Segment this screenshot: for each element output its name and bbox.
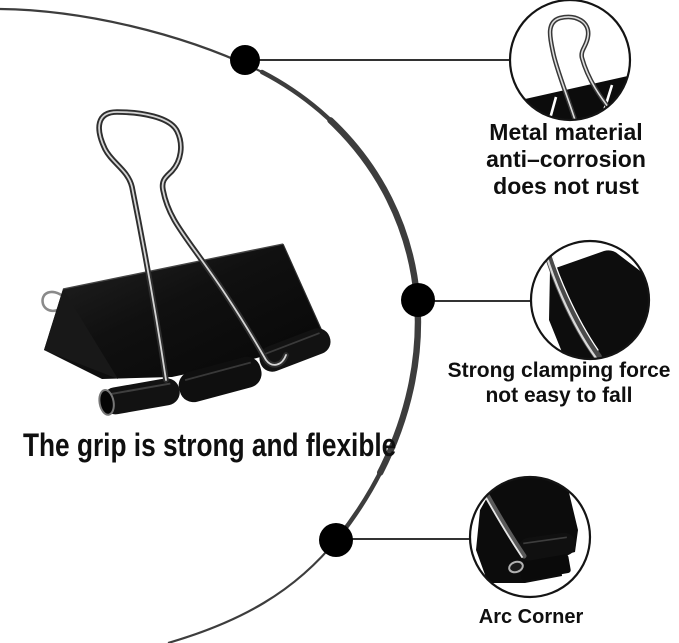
binder-clip-photo	[41, 109, 331, 416]
callout-label-arc-corner-line1: Arc Corner	[478, 606, 584, 628]
callout-label-metal-line1: Metal material	[489, 119, 643, 145]
clip-roll-left	[98, 378, 180, 416]
callout-connector-lines	[250, 59, 531, 540]
clip-flange-center	[178, 356, 262, 403]
callout-label-arc-corner: Arc Corner	[431, 605, 631, 629]
clip-body-top-edge	[62, 243, 284, 290]
zoom-circle-clamping-edge	[529, 239, 651, 361]
clip-wire-handle	[96, 109, 289, 383]
callout-dot-arc-corner	[319, 523, 353, 557]
zoom-arc-corner-content	[476, 477, 578, 583]
zoom-circle-arc-corner	[468, 475, 592, 599]
callout-label-metal-line2: anti–corrosion	[486, 146, 646, 172]
callout-dot-metal	[230, 45, 260, 75]
callout-label-clamping: Strong clamping force not easy to fall	[429, 358, 679, 408]
callout-label-clamping-line2: not easy to fall	[485, 384, 633, 407]
callout-dots	[230, 45, 435, 557]
callout-label-metal: Metal material anti–corrosion does not r…	[446, 119, 679, 200]
clip-body-right-edge	[282, 243, 323, 332]
callout-label-metal-line3: does not rust	[493, 173, 639, 199]
callout-dot-clamp	[401, 283, 435, 317]
main-caption: The grip is strong and flexible	[23, 427, 397, 463]
clip-body-left-face	[44, 289, 118, 379]
callout-label-clamping-line1: Strong clamping force	[447, 359, 671, 382]
zoom-circle-metal-handle	[508, 0, 632, 122]
clip-body	[44, 244, 322, 379]
clip-roll-right	[259, 328, 331, 372]
